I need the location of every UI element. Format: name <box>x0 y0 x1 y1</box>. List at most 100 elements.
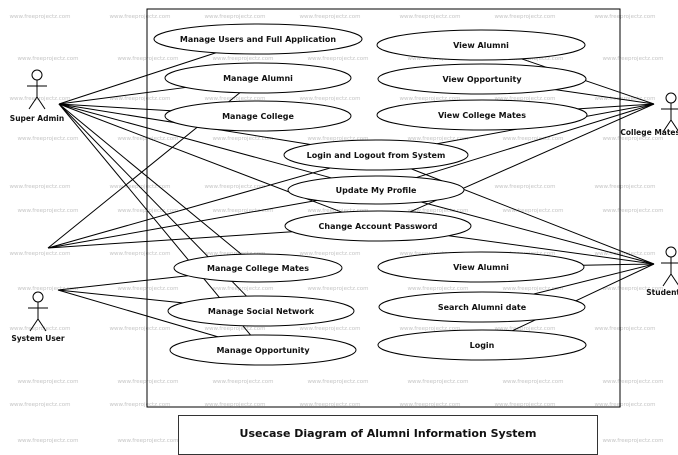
watermark-text: www.freeprojectz.com <box>17 208 78 214</box>
actor-head-icon <box>665 246 677 258</box>
actor-super-admin: Super Admin <box>10 69 64 123</box>
watermark-text: www.freeprojectz.com <box>594 14 655 20</box>
association-line <box>448 235 655 265</box>
actor-leg <box>662 273 672 287</box>
watermark-text: www.freeprojectz.com <box>494 326 555 332</box>
watermark-text: www.freeprojectz.com <box>117 136 178 142</box>
watermark-text: www.freeprojectz.com <box>204 184 265 190</box>
watermark-text: www.freeprojectz.com <box>602 379 663 385</box>
watermark-text: www.freeprojectz.com <box>399 402 460 408</box>
use-case-ellipse <box>164 62 352 94</box>
use-case-ellipse <box>167 295 355 327</box>
watermark-text: www.freeprojectz.com <box>9 96 70 102</box>
watermark-text: www.freeprojectz.com <box>117 379 178 385</box>
use-case-uc4: Login and Logout from System <box>283 139 469 171</box>
association-line <box>58 86 186 105</box>
association-line <box>57 275 188 291</box>
use-case-label: Manage Opportunity <box>216 346 310 355</box>
association-line <box>47 167 331 249</box>
association-line <box>533 263 655 295</box>
diagram-title-box: Usecase Diagram of Alumni Information Sy… <box>178 415 598 455</box>
use-case-uc3: Manage College <box>164 100 352 132</box>
watermark-text: www.freeprojectz.com <box>9 251 70 257</box>
watermark-text: www.freeprojectz.com <box>17 438 78 444</box>
watermark-text: www.freeprojectz.com <box>299 14 360 20</box>
association-line <box>58 103 332 179</box>
actor-system-user: System User <box>11 291 65 343</box>
watermark-text: www.freeprojectz.com <box>109 326 170 332</box>
watermark-text: www.freeprojectz.com <box>602 208 663 214</box>
association-line <box>58 103 242 255</box>
watermark-text: www.freeprojectz.com <box>399 96 460 102</box>
use-case-label: Search Alumni date <box>438 303 527 312</box>
use-case-label: View Opportunity <box>442 75 522 84</box>
use-case-ellipse <box>377 329 587 361</box>
use-case-ellipse <box>376 99 588 131</box>
use-case-ellipse <box>169 334 357 366</box>
actor-leg <box>37 318 47 332</box>
watermark-text: www.freeprojectz.com <box>17 56 78 62</box>
actor-leg <box>36 96 46 110</box>
use-case-label: Manage Alumni <box>223 74 293 83</box>
use-case-label: Login <box>470 341 495 350</box>
association-line <box>421 201 655 265</box>
use-case-uc9: Manage Opportunity <box>169 334 357 366</box>
watermark-text: www.freeprojectz.com <box>307 379 368 385</box>
watermark-text: www.freeprojectz.com <box>9 184 70 190</box>
watermark-text: www.freeprojectz.com <box>204 14 265 20</box>
watermark-text: www.freeprojectz.com <box>212 136 273 142</box>
watermark-text: www.freeprojectz.com <box>212 56 273 62</box>
watermark-text: www.freeprojectz.com <box>299 96 360 102</box>
watermark-text: www.freeprojectz.com <box>307 286 368 292</box>
watermark-text: www.freeprojectz.com <box>502 286 563 292</box>
watermark-text: www.freeprojectz.com <box>9 402 70 408</box>
use-case-ellipse <box>376 29 586 61</box>
watermark-text: www.freeprojectz.com <box>17 379 78 385</box>
use-case-label: Change Account Password <box>319 222 438 231</box>
watermark-text: www.freeprojectz.com <box>307 136 368 142</box>
watermark-text: www.freeprojectz.com <box>407 379 468 385</box>
watermark-text: www.freeprojectz.com <box>602 438 663 444</box>
watermark-text: www.freeprojectz.com <box>212 286 273 292</box>
watermark-text: www.freeprojectz.com <box>299 251 360 257</box>
use-case-uc1: Manage Users and Full Application <box>153 23 363 55</box>
watermark-text: www.freeprojectz.com <box>602 56 663 62</box>
use-case-label: Manage Social Network <box>208 307 315 316</box>
use-cases-layer: Manage Users and Full ApplicationManage … <box>153 23 588 366</box>
watermark-text: www.freeprojectz.com <box>594 326 655 332</box>
actor-leg <box>28 96 38 110</box>
watermark-text: www.freeprojectz.com <box>594 184 655 190</box>
actor-label: College Mates <box>620 128 678 137</box>
watermark-text: www.freeprojectz.com <box>109 14 170 20</box>
actor-leg <box>662 119 672 133</box>
use-case-uc11: View Opportunity <box>377 63 587 95</box>
associations-layer <box>47 52 655 338</box>
use-case-ellipse <box>283 139 469 171</box>
watermark-text: www.freeprojectz.com <box>204 96 265 102</box>
use-case-ellipse <box>164 100 352 132</box>
watermark-text: www.freeprojectz.com <box>494 14 555 20</box>
watermark-layer: www.freeprojectz.com www.freeprojectz.com… <box>9 14 663 444</box>
association-line <box>47 231 293 249</box>
association-line <box>47 199 318 249</box>
association-line <box>555 89 655 105</box>
watermark-text: www.freeprojectz.com <box>204 326 265 332</box>
use-case-uc2: Manage Alumni <box>164 62 352 94</box>
diagram-title: Usecase Diagram of Alumni Information Sy… <box>239 427 537 440</box>
watermark-text: www.freeprojectz.com <box>299 402 360 408</box>
actor-leg <box>670 273 678 286</box>
watermark-text: www.freeprojectz.com <box>494 96 555 102</box>
association-line <box>583 263 655 266</box>
use-case-uc10: View Alumni <box>376 29 586 61</box>
watermark-text: www.freeprojectz.com <box>109 96 170 102</box>
watermark-text: www.freeprojectz.com <box>117 286 178 292</box>
watermark-text: www.freeprojectz.com <box>594 251 655 257</box>
watermark-text: www.freeprojectz.com <box>494 184 555 190</box>
watermark-text: www.freeprojectz.com <box>212 208 273 214</box>
use-case-uc13: View Alumni <box>377 251 585 283</box>
actor-leg <box>29 318 39 332</box>
use-case-ellipse <box>153 23 363 55</box>
use-case-label: Manage College <box>222 112 294 121</box>
watermark-text: www.freeprojectz.com <box>407 208 468 214</box>
